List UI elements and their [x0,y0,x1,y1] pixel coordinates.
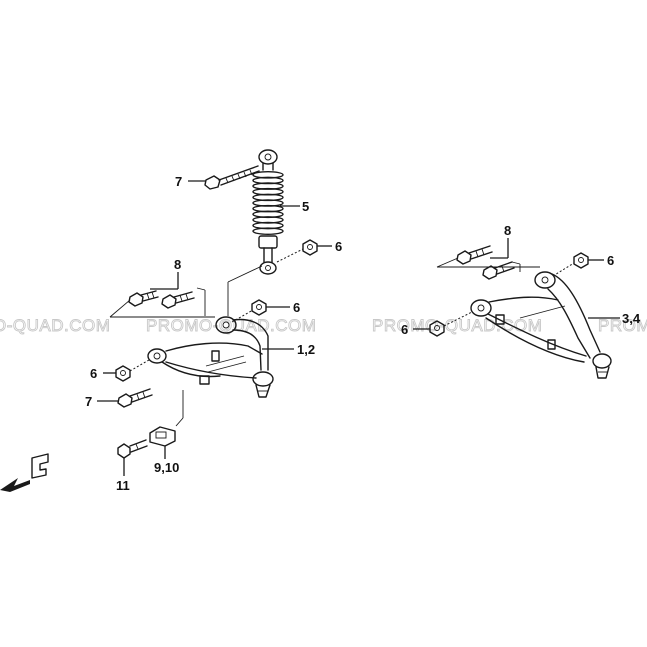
callout-nut-right-arm-front: 6 [401,322,408,337]
callout-left-arm: 1,2 [297,342,315,357]
callout-bolt-upper-shock: 7 [175,174,182,189]
callout-nut-left-arm-front: 6 [90,366,97,381]
nut-right-arm-upper [552,252,589,277]
bracket [149,426,176,447]
right-a-arm [470,271,612,379]
watermark-text-2: PROMO-QUAD.COM [146,316,316,335]
callout-shock-absorber: 5 [302,199,309,214]
nut-right-arm-front [429,311,473,337]
callout-labels: 7 5 6 8 6 1,2 6 7 9,10 11 8 6 3,4 6 [85,174,641,493]
screw [117,439,148,476]
callout-bolts-right-arm: 8 [504,223,511,238]
spring-coil [252,227,284,235]
callout-right-arm: 3,4 [622,311,641,326]
callout-nut-right-arm-upper: 6 [607,253,614,268]
bolt-left-arm-front [117,388,153,408]
nut-left-arm-front [115,359,150,382]
bolt-upper-shock [204,165,260,190]
callout-bolt-left-arm-front: 7 [85,394,92,409]
callout-screw: 11 [116,478,130,493]
watermark-text-4: PROMO-QUAD.COM [598,316,647,335]
watermark-text-1: PROMO-QUAD.COM [0,316,110,335]
guide-lines-left [109,265,263,427]
callout-nut-left-arm-upper: 6 [293,300,300,315]
left-a-arm [147,316,274,398]
bolts-right-arm [456,245,515,280]
nut-shock-lower [276,239,318,263]
callout-bracket: 9,10 [154,460,179,475]
watermark-band: PROMO-QUAD.COM PROMO-QUAD.COM PROMO-QUAD… [0,316,647,336]
shock-absorber [252,149,284,275]
callout-bolts-left-arm: 8 [174,257,181,272]
guide-lines-right [436,257,540,272]
bolts-left-arm [128,290,195,309]
callout-leaders [97,180,620,459]
nut-left-arm-upper [251,299,267,316]
direction-marker: F [0,453,49,492]
callout-nut-shock-lower: 6 [335,239,342,254]
watermark-text-3: PROMO-QUAD.COM [372,316,542,335]
